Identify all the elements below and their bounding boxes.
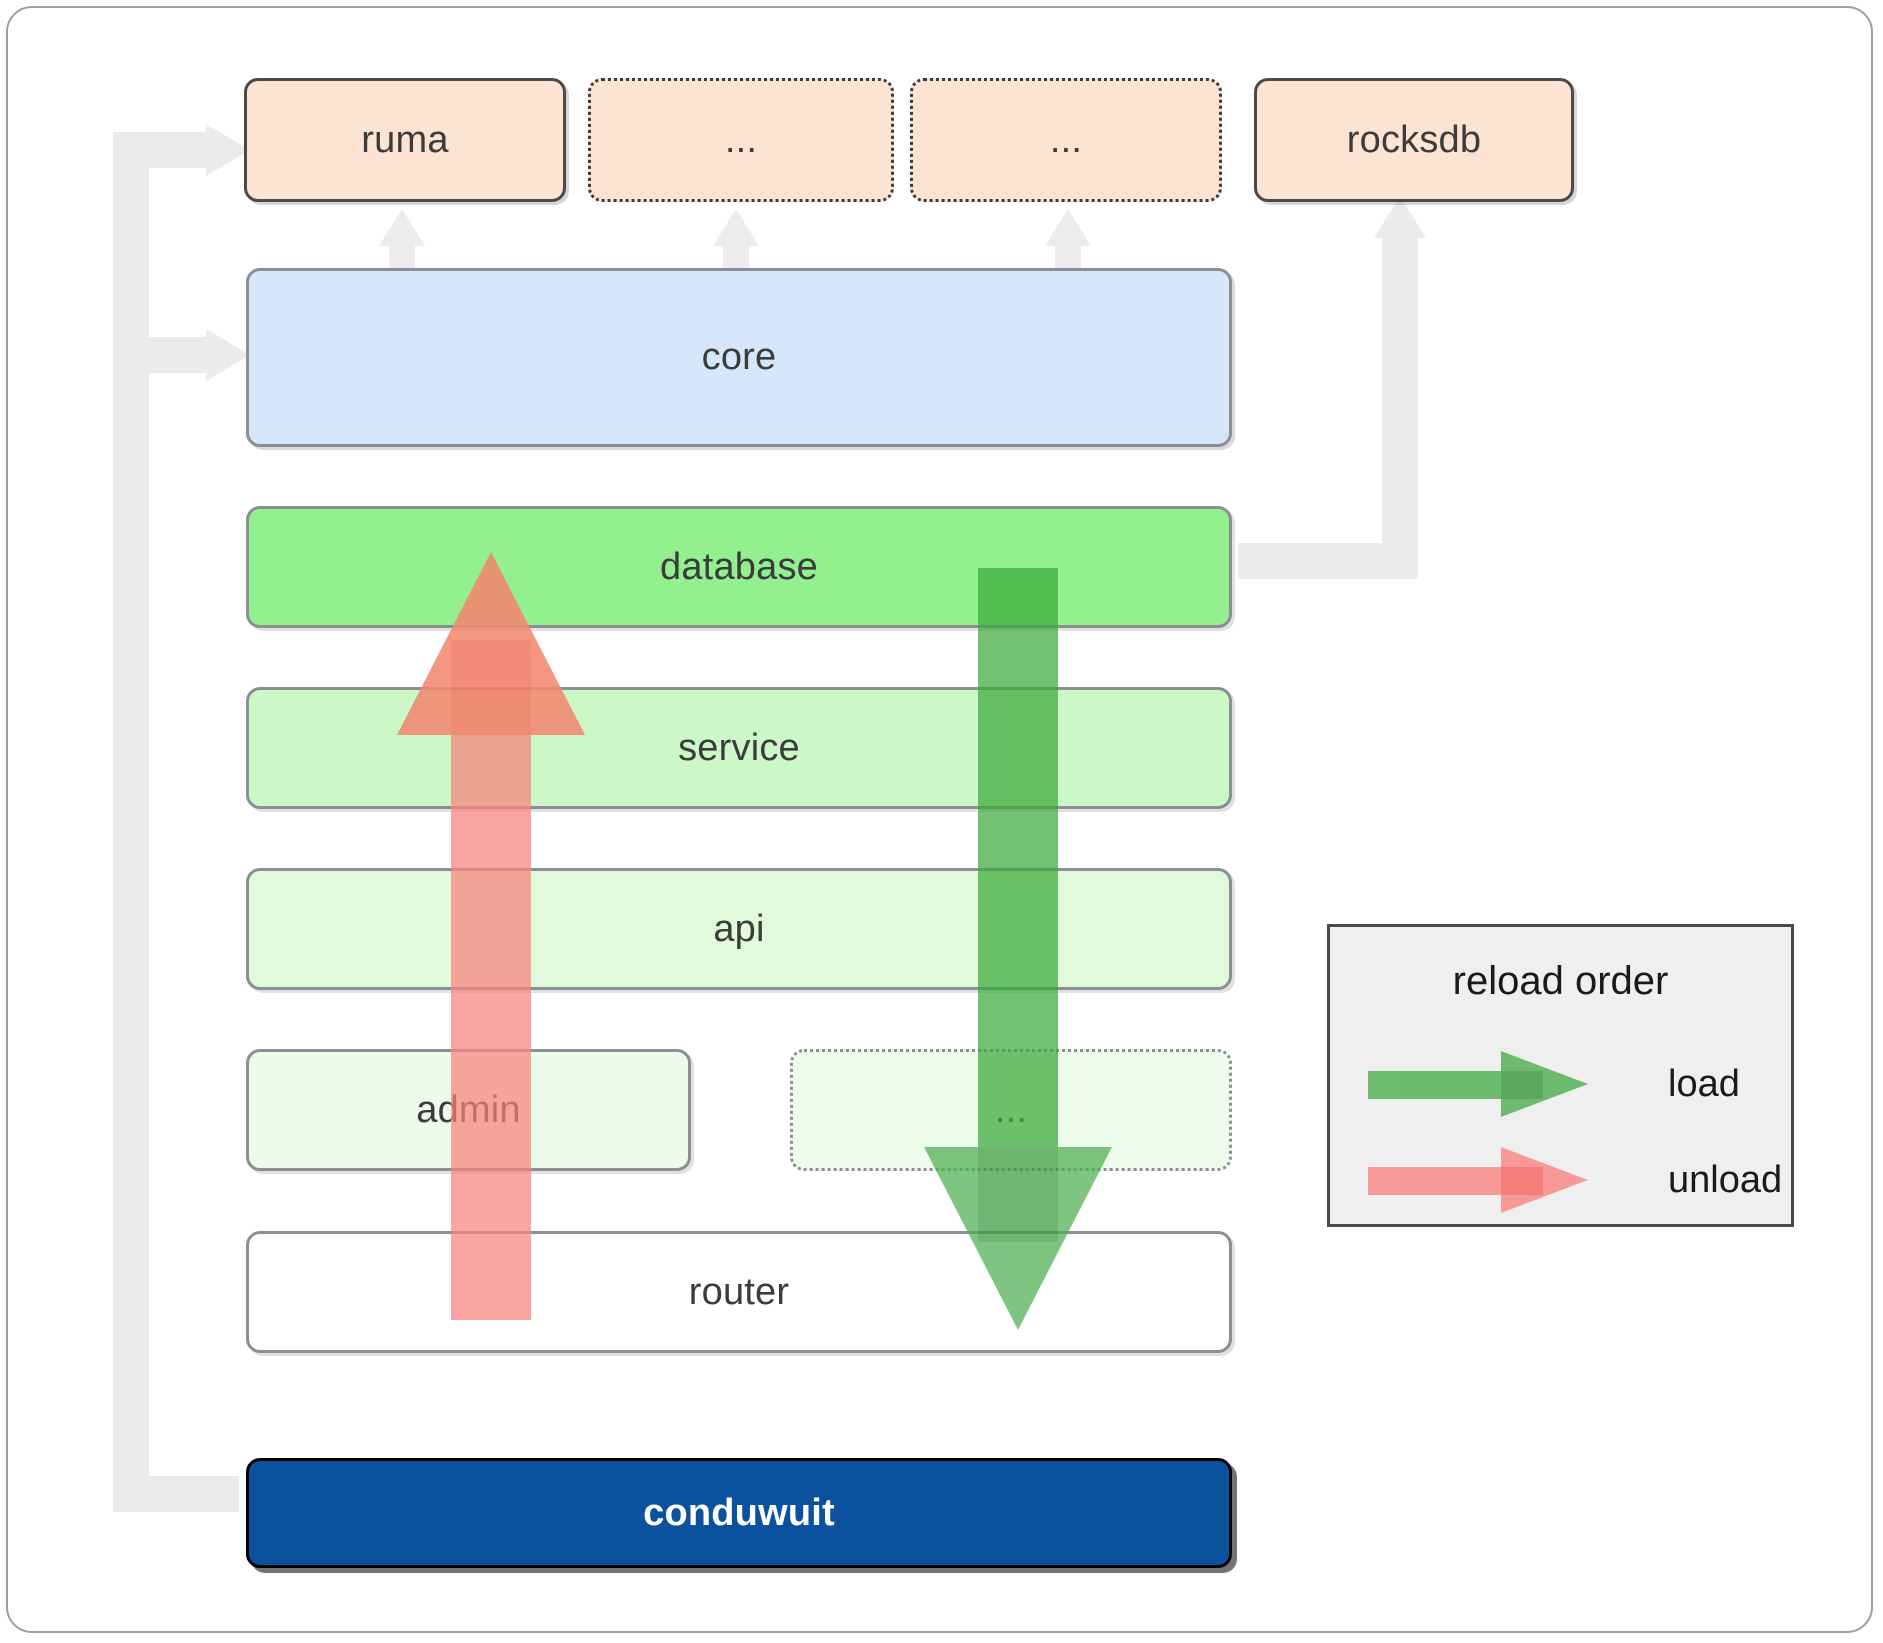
legend-row-unload: unload (1368, 1143, 1782, 1217)
layer-label: admin (416, 1088, 521, 1131)
layer-box-router[interactable]: router (246, 1231, 1232, 1353)
legend-label-unload: unload (1668, 1158, 1783, 1201)
unload-arrow-icon (1368, 1147, 1588, 1213)
legend-panel: reload order load unload (1327, 924, 1794, 1227)
dep-box-placeholder-2[interactable]: ... (910, 78, 1222, 202)
app-box-conduwuit[interactable]: conduwuit (246, 1458, 1232, 1568)
layer-label: core (701, 336, 777, 378)
dep-label: ... (724, 118, 758, 161)
layer-label: api (713, 907, 765, 950)
app-label: conduwuit (643, 1491, 835, 1534)
layer-label: router (688, 1270, 790, 1313)
layer-label: ... (994, 1088, 1028, 1131)
dep-box-ruma[interactable]: ruma (244, 78, 566, 202)
layer-label: service (678, 726, 800, 769)
legend-row-load: load (1368, 1047, 1768, 1121)
dep-label: ruma (361, 118, 449, 161)
layer-box-service[interactable]: service (246, 687, 1232, 809)
load-arrow-icon (1368, 1051, 1588, 1117)
diagram-frame (6, 6, 1873, 1633)
layer-box-core[interactable]: core (246, 268, 1232, 447)
dep-label: ... (1049, 118, 1083, 161)
layer-box-api[interactable]: api (246, 868, 1232, 990)
layer-label: database (660, 545, 818, 588)
layer-box-admin[interactable]: admin (246, 1049, 691, 1171)
dep-box-placeholder-1[interactable]: ... (588, 78, 894, 202)
dep-box-rocksdb[interactable]: rocksdb (1254, 78, 1574, 202)
dep-label: rocksdb (1346, 118, 1482, 161)
legend-title: reload order (1452, 959, 1669, 1003)
layer-box-placeholder[interactable]: ... (790, 1049, 1232, 1171)
legend-label-load: load (1668, 1062, 1740, 1105)
layer-box-database[interactable]: database (246, 506, 1232, 628)
